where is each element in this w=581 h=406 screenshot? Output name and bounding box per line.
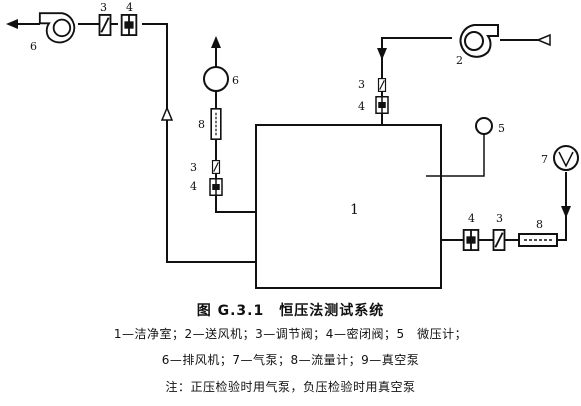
label-exhaust-valve: 4 — [126, 1, 133, 14]
supply-inlet-arrow-icon — [536, 33, 551, 47]
clean-room — [255, 124, 442, 289]
air-pump-damper-icon — [492, 229, 506, 251]
exhaust-duct — [142, 23, 256, 263]
figure-title: 图 G.3.1 恒压法测试系统 — [196, 303, 385, 319]
label-supply-valve: 4 — [358, 100, 365, 113]
manometer-tube — [426, 134, 485, 177]
exhaust-valve-icon — [120, 14, 138, 36]
legend-line-1: 1—洁净室；2—送风机；3—调节阀；4—密闭阀；5 微压计； — [113, 327, 468, 341]
label-vacuum-flowmeter: 8 — [198, 118, 205, 131]
air-pump-icon — [553, 145, 579, 171]
air-pump-duct — [441, 172, 567, 241]
supply-damper-icon — [376, 78, 388, 92]
vacuum-flowmeter-icon — [210, 108, 222, 140]
label-vacuum-pump: 9 — [232, 73, 239, 86]
legend-line-2: 6—排风机；7—气泵；8—流量计；9—真空泵 — [161, 353, 420, 367]
supply-arrow-down-icon — [377, 48, 387, 60]
exhaust-damper-icon — [98, 14, 112, 36]
label-vacuum-valve: 4 — [190, 180, 197, 193]
air-pump-flowmeter-icon — [518, 233, 558, 247]
flow-arrow-up-icon — [160, 106, 174, 121]
label-air-pump: 7 — [541, 153, 548, 166]
manometer-icon — [475, 117, 493, 135]
label-supply-damper: 3 — [358, 78, 365, 91]
label-exhaust-damper: 3 — [100, 1, 107, 14]
vacuum-valve-icon — [208, 178, 224, 196]
figure-note: 注：正压检验时用气泵，负压检验时用真空泵 — [165, 380, 416, 394]
air-pump-arrow-down-icon — [561, 206, 571, 218]
vacuum-pump-icon — [203, 66, 229, 92]
label-manometer: 5 — [498, 122, 505, 135]
air-pump-valve-icon — [462, 229, 480, 251]
exhaust-fan-icon — [38, 12, 76, 44]
label-clean-room: 1 — [350, 202, 359, 218]
air-pump-icon-mark — [558, 151, 574, 168]
supply-fan-icon — [459, 24, 499, 58]
flow-arrow-left-icon — [6, 19, 18, 29]
label-air-pump-valve: 4 — [468, 212, 475, 225]
label-vacuum-damper: 3 — [190, 161, 197, 174]
label-air-pump-flowmeter: 8 — [536, 218, 543, 231]
label-supply-fan: 2 — [456, 54, 463, 67]
vacuum-arrow-up-icon — [211, 36, 221, 48]
label-exhaust-fan: 6 — [30, 40, 37, 53]
supply-duct — [381, 37, 452, 125]
supply-valve-icon — [374, 96, 390, 114]
vacuum-damper-icon — [210, 160, 222, 174]
vacuum-duct-bend — [215, 205, 256, 213]
label-air-pump-damper: 3 — [496, 212, 503, 225]
